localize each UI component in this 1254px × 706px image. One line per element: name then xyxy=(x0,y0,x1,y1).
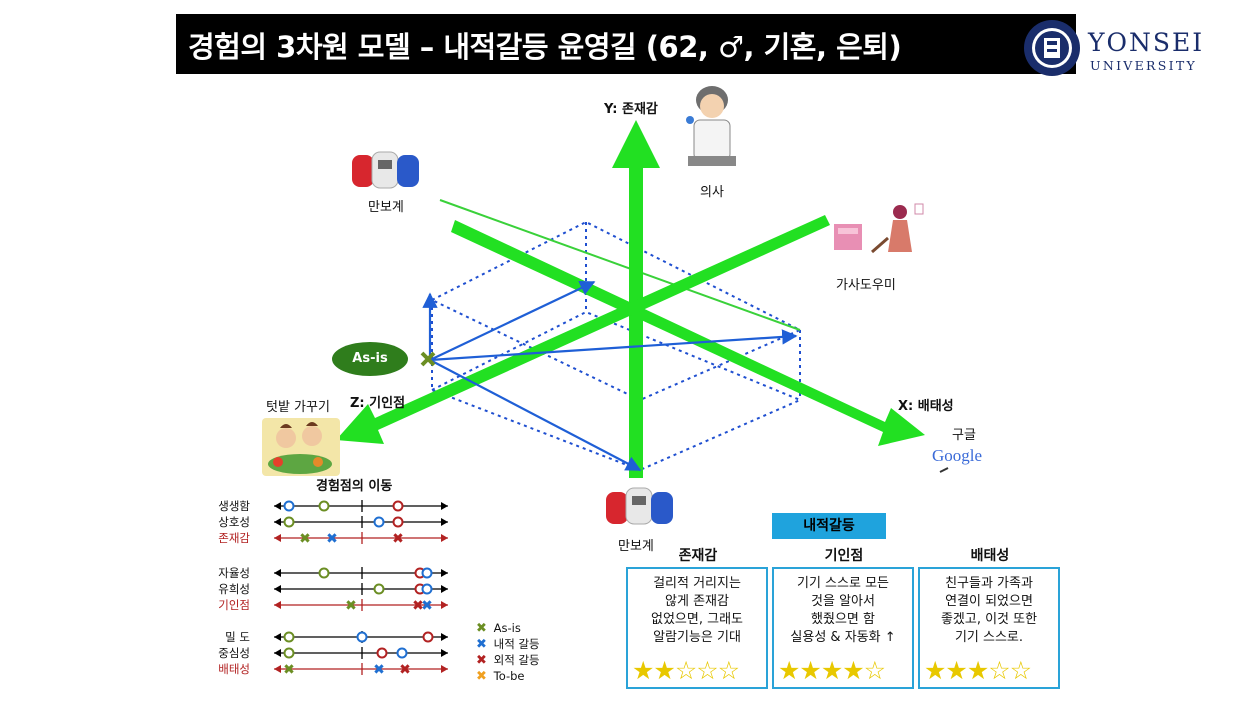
cross-marker-icon: ✖ xyxy=(421,598,433,614)
to-be-x-icon: ✖ xyxy=(476,669,490,685)
internal-x-icon: ✖ xyxy=(476,637,490,653)
arrowhead-icon xyxy=(274,569,281,577)
arrowhead-icon xyxy=(441,601,448,609)
position-marker xyxy=(375,585,384,594)
arrowhead-icon xyxy=(274,649,281,657)
doctor-label: 의사 xyxy=(700,181,724,200)
z-axis-arrow xyxy=(336,215,830,444)
cross-marker-icon: ✖ xyxy=(345,598,357,614)
arrowhead-icon xyxy=(441,585,448,593)
position-marker xyxy=(320,569,329,578)
arrowhead-icon xyxy=(274,534,281,542)
cross-marker-icon: ✖ xyxy=(299,531,311,547)
position-marker xyxy=(423,585,432,594)
column-head-embeddedness: 배태성 xyxy=(920,545,1060,565)
google-word: Google xyxy=(932,446,982,465)
arrowhead-icon xyxy=(441,649,448,657)
card-origin: 기기 스스로 모든 것을 알아서 했줬으면 함 실용성 & 자동화 ↑ ★★★★… xyxy=(772,567,914,689)
card-text: 친구들과 가족과 연결이 되었으면 좋겠고, 이것 또한 기기 스스로. xyxy=(924,575,1054,647)
star-rating: ★★☆☆☆ xyxy=(632,657,739,685)
cross-marker-icon: ✖ xyxy=(373,662,385,678)
position-marker xyxy=(423,569,432,578)
google-logo-illustration: Google xyxy=(932,446,982,472)
position-marker xyxy=(398,649,407,658)
movement-row-label: 유희성 xyxy=(202,581,250,597)
card-embeddedness: 친구들과 가족과 연결이 되었으면 좋겠고, 이것 또한 기기 스스로. ★★★… xyxy=(918,567,1060,689)
housekeeper-label: 가사도우미 xyxy=(836,274,896,293)
movement-title: 경험점의 이동 xyxy=(316,475,392,494)
arrowhead-icon xyxy=(274,585,281,593)
cross-marker-icon: ✖ xyxy=(392,531,404,547)
arrowhead-icon xyxy=(274,502,281,510)
movement-row-label: 존재감 xyxy=(202,530,250,546)
position-marker xyxy=(320,502,329,511)
z-axis-label: Z: 기인점 xyxy=(350,392,405,411)
pedometer-bottom-illustration xyxy=(606,488,673,524)
star-rating: ★★★★☆ xyxy=(778,657,885,685)
position-marker xyxy=(378,649,387,658)
movement-row-label: 배태성 xyxy=(202,661,250,677)
position-marker xyxy=(424,633,433,642)
conflict-header: 내적갈등 xyxy=(772,513,886,539)
pedometer-top-illustration xyxy=(352,152,419,188)
movement-row-label: 밀 도 xyxy=(202,629,250,645)
as-is-badge: As-is xyxy=(332,342,408,376)
x-axis-label: X: 배태성 xyxy=(898,395,954,414)
card-text: 걸리적 거리지는 않게 존재감 없었으면, 그래도 알람기능은 기대 xyxy=(632,575,762,647)
arrowhead-icon xyxy=(441,569,448,577)
movement-row-label: 상호성 xyxy=(202,514,250,530)
y-axis-label: Y: 존재감 xyxy=(604,98,658,117)
arrowhead-icon xyxy=(441,665,448,673)
column-head-origin: 기인점 xyxy=(774,545,914,565)
movement-row-label: 생생함 xyxy=(202,498,250,514)
position-marker xyxy=(285,633,294,642)
position-marker xyxy=(285,649,294,658)
as-is-x-icon: ✖ xyxy=(476,621,490,637)
legend: ✖ As-is ✖ 내적 갈등 ✖ 외적 갈등 ✖ To-be xyxy=(476,620,540,684)
doctor-illustration xyxy=(686,86,736,166)
pedometer-top-label: 만보계 xyxy=(368,196,404,215)
arrowhead-icon xyxy=(441,502,448,510)
legend-item-as-is: ✖ As-is xyxy=(476,620,540,636)
cross-marker-icon: ✖ xyxy=(283,662,295,678)
arrowhead-icon xyxy=(274,601,281,609)
movement-row-label: 중심성 xyxy=(202,645,250,661)
position-marker xyxy=(358,633,367,642)
movement-row-label: 자율성 xyxy=(202,565,250,581)
x-axis-arrow xyxy=(451,220,925,446)
legend-item-to-be: ✖ To-be xyxy=(476,668,540,684)
google-label: 구글 xyxy=(952,424,976,443)
arrowhead-icon xyxy=(274,518,281,526)
housekeeper-illustration xyxy=(834,204,923,252)
arrowhead-icon xyxy=(274,633,281,641)
position-marker xyxy=(285,502,294,511)
legend-item-external: ✖ 외적 갈등 xyxy=(476,652,540,668)
arrowhead-icon xyxy=(441,518,448,526)
arrowhead-icon xyxy=(441,633,448,641)
arrowhead-icon xyxy=(274,665,281,673)
card-text: 기기 스스로 모든 것을 알아서 했줬으면 함 실용성 & 자동화 ↑ xyxy=(778,575,908,647)
movement-row-label: 기인점 xyxy=(202,597,250,613)
cross-marker-icon: ✖ xyxy=(326,531,338,547)
legend-item-internal: ✖ 내적 갈등 xyxy=(476,636,540,652)
arrowhead-icon xyxy=(441,534,448,542)
position-marker xyxy=(375,518,384,527)
movement-lines: ✖✖✖✖✖✖✖✖✖ xyxy=(274,500,448,678)
position-marker xyxy=(285,518,294,527)
position-marker xyxy=(394,502,403,511)
garden-label: 텃밭 가꾸기 xyxy=(266,396,330,415)
position-marker xyxy=(394,518,403,527)
star-rating: ★★★☆☆ xyxy=(924,657,1031,685)
column-head-presence: 존재감 xyxy=(628,545,768,565)
cross-marker-icon: ✖ xyxy=(399,662,411,678)
external-x-icon: ✖ xyxy=(476,653,490,669)
card-presence: 걸리적 거리지는 않게 존재감 없었으면, 그래도 알람기능은 기대 ★★☆☆☆ xyxy=(626,567,768,689)
garden-illustration xyxy=(262,418,340,476)
